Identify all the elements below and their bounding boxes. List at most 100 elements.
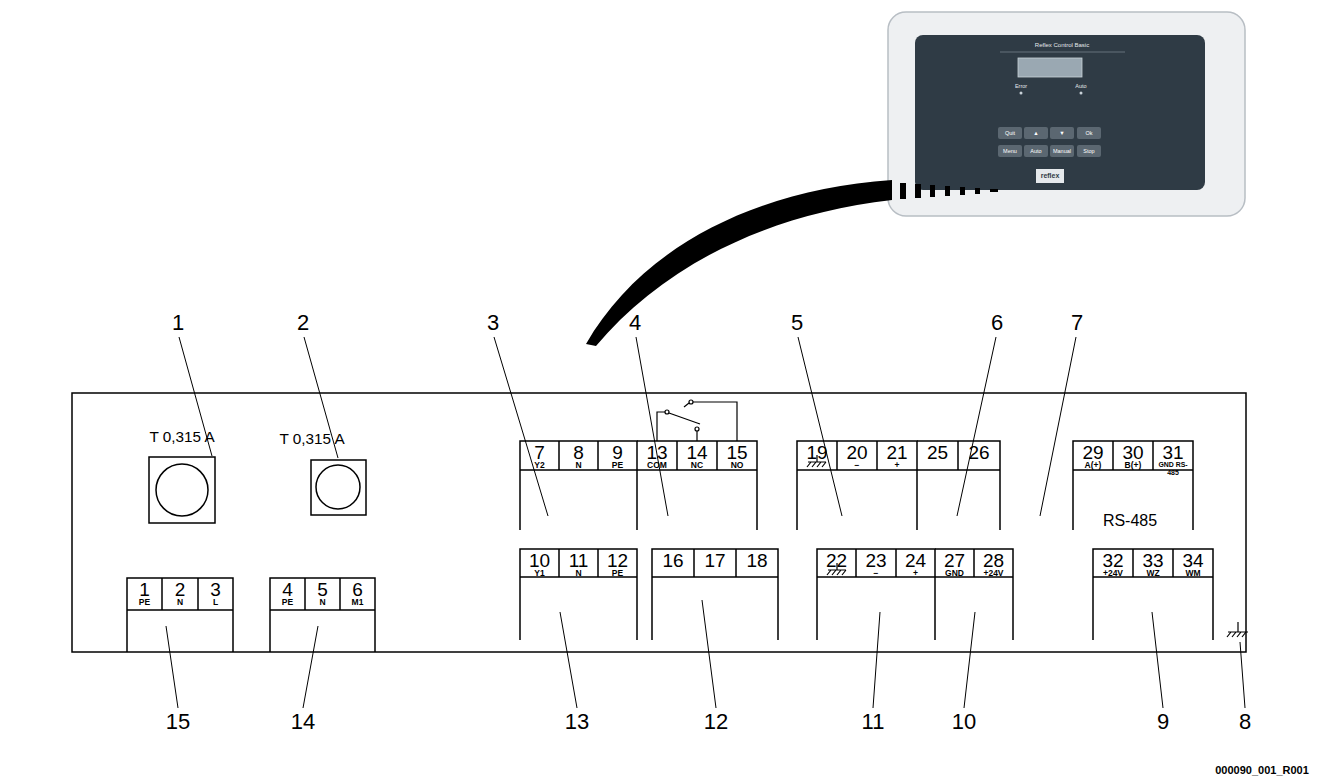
terminal-number: 33 [1142, 552, 1163, 569]
terminal-cell: 2N [163, 579, 197, 609]
fuse-holder [311, 460, 366, 515]
callout-number: 8 [1239, 710, 1251, 734]
terminal-number: 21 [886, 444, 907, 461]
terminal-cell: 22 [818, 550, 855, 576]
terminal-cell: 30B(+) [1114, 442, 1152, 469]
led-label: Auto [1075, 83, 1086, 89]
terminal-cell: 27GND [936, 550, 973, 576]
callout-number: 12 [704, 710, 728, 734]
controller-buttons [998, 127, 1101, 157]
terminal-number: 34 [1182, 552, 1203, 569]
terminal-number: 10 [529, 552, 550, 569]
terminal-cell: 1PE [128, 579, 161, 609]
terminal-number: 15 [726, 444, 747, 461]
bus-label: RS-485 [1103, 512, 1157, 530]
callout-number: 2 [297, 311, 309, 335]
terminal-cell: 28+24V [975, 550, 1012, 576]
callout-number: 9 [1157, 710, 1169, 734]
fuse-holder [149, 457, 215, 523]
button-label: Menu [1003, 148, 1017, 154]
button-label: Manual [1053, 148, 1071, 154]
terminal-cell: 31GND RS-485 [1154, 442, 1192, 469]
button-label: ▼ [1059, 130, 1064, 136]
signal-name: NC [691, 461, 703, 470]
drawing-code: 000090_001_R001 [1215, 764, 1309, 776]
signal-name: N [319, 598, 325, 607]
terminal-number: 31 [1162, 444, 1183, 461]
error-led [1020, 92, 1023, 95]
callout-number: 3 [487, 311, 499, 335]
terminal-cell: 18 [737, 550, 777, 576]
terminal-number: 9 [612, 444, 623, 461]
terminal-number: 13 [646, 444, 667, 461]
terminal-number: 29 [1082, 444, 1103, 461]
front-rule [1000, 52, 1125, 53]
fuse-rating: T 0,315 A [132, 427, 232, 447]
led-label: Error [1015, 83, 1027, 89]
callout-number: 11 [862, 710, 885, 734]
terminal-number: 17 [704, 552, 725, 569]
signal-name: WM [1185, 569, 1200, 578]
terminal-number: 30 [1122, 444, 1143, 461]
leader-lines [166, 337, 1245, 708]
signal-name: N [575, 461, 581, 470]
callout-number: 14 [291, 710, 315, 734]
signal-name: GND [945, 569, 964, 578]
callout-number: 5 [791, 311, 803, 335]
terminal-number: 8 [573, 444, 584, 461]
terminal-cell: 33WZ [1134, 550, 1172, 576]
terminal-number: 26 [968, 444, 989, 461]
signal-name: NO [731, 461, 744, 470]
signal-name: A(+) [1085, 461, 1102, 470]
terminal-cell: 4PE [271, 579, 304, 609]
signal-name: + [895, 461, 900, 470]
button-label: Ok [1085, 130, 1092, 136]
terminal-cell: 16 [653, 550, 693, 576]
controller-display [1018, 58, 1082, 77]
terminal-cell: 7Y2 [521, 442, 558, 469]
terminal-number: 6 [352, 581, 363, 598]
fuse: T 0,315 A [262, 429, 362, 517]
terminal-blocks [127, 441, 1213, 652]
button-label: Quit [1005, 130, 1015, 136]
vent-dashes [900, 183, 998, 199]
fuse: T 0,315 A [132, 427, 232, 525]
terminal-number: 25 [927, 444, 948, 461]
signal-name: GND RS-485 [1154, 461, 1192, 477]
callout-number: 7 [1071, 311, 1083, 335]
logo-plate [1036, 169, 1064, 183]
terminal-cell: 26 [959, 442, 999, 469]
terminal-number: 20 [846, 444, 867, 461]
terminal-cell: 12PE [599, 550, 636, 576]
fuse-cap [316, 465, 360, 509]
terminal-cell: 24+ [897, 550, 934, 576]
terminal-number: 12 [607, 552, 628, 569]
controller-front [915, 35, 1205, 190]
terminal-number: 18 [746, 552, 767, 569]
ground-symbol [807, 455, 1248, 637]
terminal-number: 23 [865, 552, 886, 569]
signal-name: N [177, 598, 183, 607]
signal-name: L [213, 598, 218, 607]
terminal-cell: 25 [918, 442, 957, 469]
fuse-rating: T 0,315 A [262, 429, 362, 449]
signal-name: PE [612, 461, 623, 470]
callout-number: 13 [565, 710, 589, 734]
relay-contact-symbol [657, 400, 737, 441]
zoom-band [586, 180, 892, 346]
terminal-number: 19 [806, 444, 827, 461]
terminal-number: 27 [944, 552, 965, 569]
terminal-cell: 6M1 [341, 579, 374, 609]
terminal-cell: 9PE [599, 442, 636, 469]
terminal-cell: 19 [798, 442, 836, 469]
terminal-number: 2 [175, 581, 186, 598]
terminal-cell: 15NO [718, 442, 756, 469]
terminal-cell: 8N [560, 442, 597, 469]
terminal-cell: 11N [560, 550, 597, 576]
terminal-cell: 21+ [878, 442, 916, 469]
terminal-number: 1 [139, 581, 150, 598]
signal-name: +24V [983, 569, 1003, 578]
signal-name: B(+) [1125, 461, 1142, 470]
terminal-cell: 14NC [678, 442, 716, 469]
